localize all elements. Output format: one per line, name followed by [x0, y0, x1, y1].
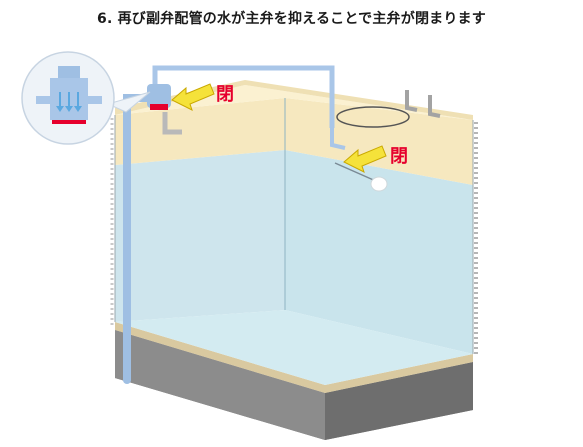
page-title: 6. 再び副弁配管の水が主弁を抑えることで主弁が閉まります — [97, 11, 486, 27]
down-arrows-icon — [56, 92, 82, 112]
main-valve-closed-label: 閉 — [216, 84, 234, 105]
yellow-arrow-icon — [171, 83, 215, 111]
yellow-arrow-icon — [343, 145, 387, 173]
tank-side-frame — [110, 118, 478, 355]
tank-base — [115, 322, 473, 440]
main-valve — [147, 84, 171, 110]
float-valve-closed-label: 閉 — [390, 146, 408, 167]
float-valve — [334, 162, 388, 192]
